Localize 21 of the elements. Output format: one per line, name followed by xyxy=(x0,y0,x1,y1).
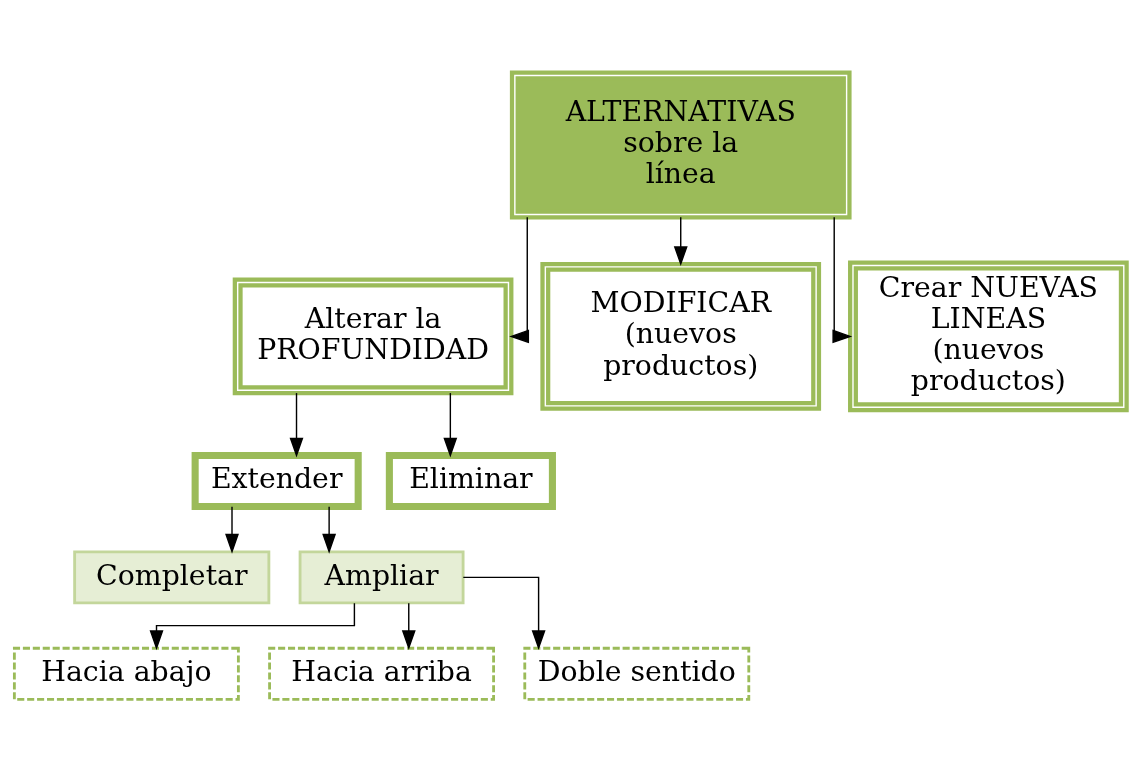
arrow xyxy=(322,505,337,554)
node-box: Hacia arriba xyxy=(268,646,495,701)
node-box: Eliminar xyxy=(385,451,556,510)
arrow xyxy=(149,602,356,650)
node-box: ALTERNATIVAS sobre la línea xyxy=(509,70,852,219)
node-box: Completar xyxy=(73,549,271,604)
node-box: MODIFICAR (nuevos productos) xyxy=(540,261,822,411)
arrow xyxy=(509,216,530,343)
node-box: Ampliar xyxy=(298,549,465,604)
node-box: Hacia abajo xyxy=(12,646,240,701)
node-box: Doble sentido xyxy=(523,646,751,701)
arrow xyxy=(225,505,239,554)
arrow xyxy=(462,576,546,650)
node-box: Extender xyxy=(191,451,362,510)
arrow xyxy=(832,216,853,343)
node-box: Crear NUEVAS LINEAS (nuevos productos) xyxy=(848,260,1129,412)
arrow xyxy=(673,216,688,266)
arrow xyxy=(289,391,304,457)
arrow xyxy=(443,391,458,457)
node-box: Alterar la PROFUNDIDAD xyxy=(232,277,514,395)
arrow xyxy=(401,602,416,650)
